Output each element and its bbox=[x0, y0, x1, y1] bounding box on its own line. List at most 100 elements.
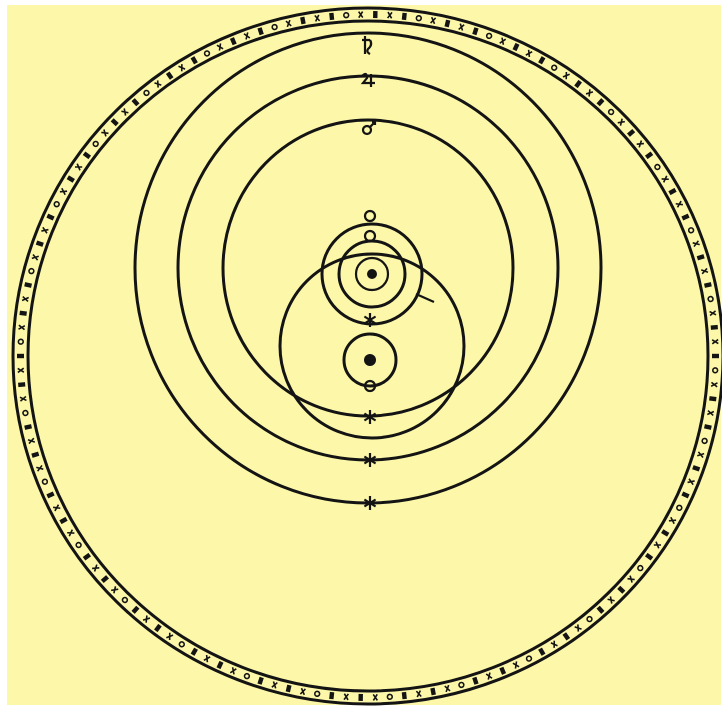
zodiac-glyph bbox=[19, 311, 26, 316]
zodiac-glyph bbox=[92, 565, 99, 572]
zodiac-glyph bbox=[704, 424, 712, 430]
zodiac-glyph bbox=[329, 13, 334, 20]
zodiac-glyph bbox=[373, 694, 377, 700]
zodiac-glyph bbox=[402, 13, 407, 20]
zodiac-glyph bbox=[204, 50, 210, 56]
mars-orbit bbox=[223, 120, 513, 416]
zodiac-glyph bbox=[36, 465, 43, 471]
zodiac-glyph bbox=[402, 692, 407, 699]
zodiac-glyph bbox=[458, 682, 464, 688]
zodiac-glyph bbox=[111, 586, 118, 593]
zodiac-glyph bbox=[314, 691, 319, 696]
zodiac-glyph bbox=[191, 648, 198, 656]
zodiac-glyph bbox=[500, 38, 506, 45]
zodiac-glyph bbox=[708, 296, 714, 302]
planet-orbits bbox=[135, 33, 601, 503]
zodiac-glyph bbox=[617, 586, 625, 594]
zodiac-glyph bbox=[472, 27, 478, 35]
zodiac-glyph bbox=[217, 661, 224, 669]
zodiac-glyph bbox=[637, 565, 644, 572]
small-ring-icon bbox=[365, 211, 375, 221]
zodiac-glyph bbox=[179, 64, 186, 71]
zodiac-glyph bbox=[28, 268, 34, 274]
zodiac-glyph bbox=[359, 12, 363, 18]
mars-glyph-icon bbox=[363, 122, 375, 134]
zodiac-glyph bbox=[654, 542, 661, 549]
zodiac-glyph bbox=[59, 517, 67, 524]
zodiac-glyph bbox=[618, 119, 625, 126]
zodiac-glyph bbox=[143, 90, 150, 97]
zodiac-glyph bbox=[42, 479, 48, 485]
zodiac-glyph bbox=[19, 325, 25, 329]
zodiac-glyph bbox=[67, 175, 75, 182]
zodiac-glyph bbox=[713, 368, 718, 373]
zodiac-glyph bbox=[704, 282, 712, 288]
zodiac-glyph bbox=[18, 339, 23, 344]
zodiac-glyph bbox=[692, 465, 700, 471]
zodiac-glyph bbox=[244, 32, 250, 39]
zodiac-glyph bbox=[315, 15, 320, 22]
zodiac-glyph bbox=[36, 240, 44, 246]
zodiac-glyph bbox=[24, 282, 32, 288]
zodiac-glyph bbox=[563, 72, 570, 79]
zodiac-glyph bbox=[53, 505, 60, 511]
zodiac-glyph bbox=[697, 254, 705, 260]
zodiac-glyph bbox=[711, 325, 718, 330]
zodiac-glyph bbox=[121, 108, 128, 115]
zodiac-glyph bbox=[101, 129, 108, 136]
zodiac-glyph bbox=[416, 15, 421, 20]
zodiac-glyph bbox=[538, 648, 545, 656]
zodiac-glyph bbox=[637, 140, 644, 147]
zodiac-glyph bbox=[387, 694, 392, 699]
small-ring-icon bbox=[365, 231, 375, 241]
zodiac-glyph bbox=[300, 688, 305, 695]
zodiac-glyph bbox=[132, 606, 140, 614]
zodiac-glyph bbox=[681, 491, 689, 498]
zodiac-glyph bbox=[23, 410, 29, 416]
zodiac-glyph bbox=[688, 479, 695, 485]
zodiac-glyph bbox=[286, 20, 291, 27]
zodiac-glyph bbox=[416, 691, 421, 698]
zodiac-glyph bbox=[627, 129, 635, 137]
zodiac-glyph bbox=[166, 633, 173, 640]
zodiac-glyph bbox=[697, 452, 704, 458]
zodiac-glyph bbox=[472, 677, 478, 685]
zodiac-glyph bbox=[204, 655, 210, 662]
zodiac-glyph bbox=[551, 64, 558, 71]
zodiac-glyph bbox=[707, 411, 714, 416]
zodiac-glyph bbox=[24, 424, 32, 430]
zodiac-glyph bbox=[143, 616, 150, 623]
zodiac-glyph bbox=[230, 37, 237, 45]
zodiac-glyph bbox=[688, 227, 694, 233]
zodiac-glyph bbox=[551, 641, 558, 648]
zodiac-glyph bbox=[513, 661, 519, 668]
zodiac-glyph bbox=[562, 632, 570, 640]
zodiac-glyph bbox=[83, 553, 91, 561]
zodiac-glyph bbox=[586, 616, 593, 623]
zodiac-glyph bbox=[132, 98, 140, 106]
zodiac-glyph bbox=[75, 542, 82, 549]
zodiac-glyph bbox=[272, 24, 278, 30]
zodiac-glyph bbox=[83, 151, 91, 159]
zodiac-glyph bbox=[257, 677, 263, 685]
zodiac-glyph bbox=[676, 505, 682, 511]
zodiac-glyph bbox=[230, 667, 236, 674]
zodiac-glyph bbox=[46, 491, 54, 498]
zodiac-glyph bbox=[486, 33, 492, 39]
zodiac-glyph bbox=[31, 452, 39, 458]
zodiac-glyph bbox=[586, 89, 593, 96]
zodiac-glyph bbox=[676, 201, 683, 207]
saturn-glyph-icon bbox=[362, 36, 371, 54]
zodiac-glyph bbox=[32, 255, 39, 261]
zodiac-glyph bbox=[608, 109, 615, 116]
zodiac-glyph bbox=[92, 141, 99, 148]
zodiac-glyph bbox=[513, 43, 520, 51]
zodiac-glyph bbox=[17, 354, 24, 358]
zodiac-glyph bbox=[693, 241, 700, 247]
zodiac-glyph bbox=[178, 641, 185, 648]
zodiac-glyph bbox=[154, 624, 162, 632]
zodiac-glyph bbox=[329, 692, 334, 699]
zodiac-glyph bbox=[681, 214, 689, 221]
